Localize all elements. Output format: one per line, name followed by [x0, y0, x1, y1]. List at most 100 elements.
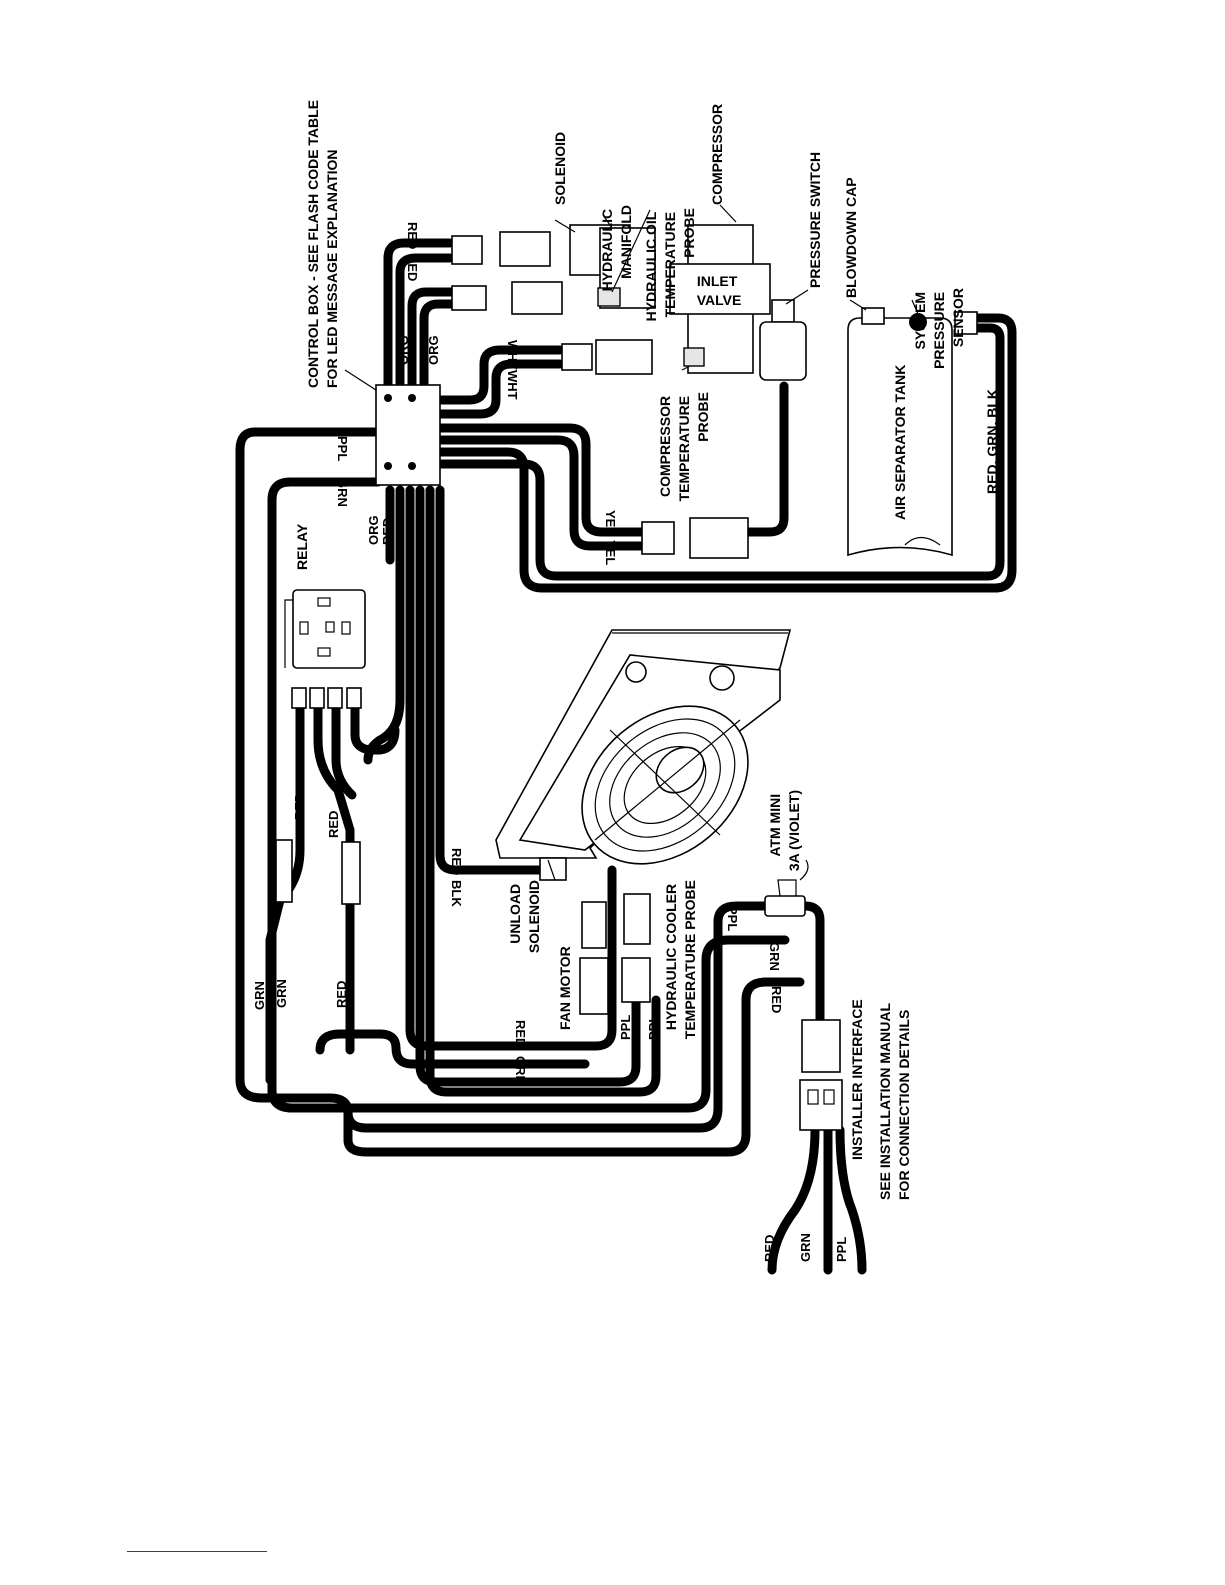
wire-label-org-2: ORG [426, 335, 441, 365]
inlet-valve-label-1: INLET [697, 273, 738, 289]
svg-text:PPL: PPL [618, 1015, 633, 1040]
svg-text:RED: RED [769, 986, 784, 1013]
wht-wires-2 [435, 359, 565, 419]
svg-text:WHT: WHT [505, 370, 520, 400]
wire-label-yel-2: YEL [603, 540, 618, 565]
svg-text:RED: RED [405, 254, 420, 281]
wire-label-org-left: ORG [366, 515, 381, 545]
org-wires-2 [419, 299, 457, 395]
relay-harness-b [313, 700, 355, 1055]
yel-wires [435, 423, 647, 537]
wire-label-blk-unload: BLK [449, 880, 464, 907]
wire-label-ppl-probe-2: PPL [646, 1015, 661, 1040]
wire-label-red-solenoid-1: RED [405, 222, 420, 249]
wire-label-red-solenoid-2: RED [405, 254, 420, 281]
inline-fuse-holders [275, 839, 361, 905]
compressor-probe-label-2: TEMPERATURE [676, 396, 692, 502]
svg-text:RED: RED [326, 811, 341, 838]
relay-harness-c [331, 700, 357, 800]
svg-text:SEE INSTALLATION MANUAL FO: SEE INSTALLATION MANUAL FOR CONNECTION D… [877, 999, 912, 1200]
wire-label-wht-2: WHT [505, 370, 520, 400]
output-ppl-wire [835, 1125, 867, 1275]
svg-text:RED: RED [405, 222, 420, 249]
svg-text:GRN: GRN [252, 981, 267, 1010]
cooler-probe-label-1: HYDRAULIC COOLER [663, 884, 679, 1030]
svg-text:BLOWDOWN CAP: BLOWDOWN CAP [843, 177, 859, 298]
grn-installer-wire [343, 977, 805, 1157]
svg-text:SOLENOID: SOLENOID [552, 132, 568, 205]
wire-label-wht-1: WHT [505, 340, 520, 370]
svg-text:RED: RED [449, 848, 464, 875]
pressure-switch-label: PRESSURE SWITCH [807, 152, 823, 288]
hydraulic-probe-connector [451, 281, 621, 315]
svg-text:AIR SEPARATOR TANK: AIR SEPARATOR TANK [892, 365, 908, 520]
fuse-label-2: 3A (VIOLET) [786, 790, 802, 871]
wire-label-grn-left-1: GRN [252, 981, 267, 1010]
wire-harness [235, 238, 1017, 1275]
hydraulic-manifold-label-2: MANIFOLD [618, 205, 634, 279]
output-red-wire [767, 1125, 820, 1275]
grn-main-wire [267, 477, 790, 1113]
pressure-switch [759, 299, 807, 381]
svg-text:WHT: WHT [505, 340, 520, 370]
relay [284, 589, 366, 669]
control-box-label-2: FOR LED MESSAGE EXPLANATION [324, 149, 340, 388]
unload-solenoid [539, 857, 567, 881]
svg-text:COMPRESSOR: COMPRESSOR [709, 104, 725, 205]
wire-label-grn-left-2: GRN [274, 979, 289, 1008]
svg-text:YEL: YEL [603, 510, 618, 535]
wire-label-ppl-probe-1: PPL [618, 1015, 633, 1040]
blowdown-cap-label: BLOWDOWN CAP [843, 177, 859, 298]
compressor-probe-label-1: COMPRESSOR [657, 396, 673, 497]
fan-motor-label: FAN MOTOR [557, 946, 573, 1030]
wire-color-labels: RED RED ORG ORG WHT WHT PPL GRN ORG RED … [252, 222, 849, 1262]
tank-wires-label: RED, GRN, BLK [984, 389, 1000, 494]
svg-text:RED: RED [292, 793, 307, 820]
installer-interface-connector [799, 1019, 843, 1131]
hydraulic-oil-probe-label-3: PROBE [681, 208, 697, 258]
wire-label-ppl-box: PPL [335, 436, 350, 461]
svg-text:RED, GRN, BLK: RED, GRN, BLK [984, 389, 1000, 494]
relay-connectors [291, 687, 362, 709]
wire-label-red-interface: RED [769, 986, 784, 1013]
svg-text:INSTALLER INTERFACE: INSTALLER INTERFACE [849, 999, 865, 1160]
blowdown-cap [861, 307, 885, 325]
yel-connector [641, 517, 749, 559]
air-separator-tank [847, 317, 953, 557]
wire-label-red-left-lower: RED [334, 981, 349, 1008]
unload-solenoid-label-2: SOLENOID [526, 880, 542, 953]
hydraulic-oil-probe-label-1: HYDRAULIC OIL [643, 211, 659, 321]
svg-text:COMPRESSOR TEMPERATURE: COMPRESSOR TEMPERATURE PROBE [657, 392, 711, 501]
compressor-probe-connector [561, 339, 705, 375]
svg-text:ORG: ORG [426, 335, 441, 365]
svg-text:HYDRAULIC OIL TEMPERATURE: HYDRAULIC OIL TEMPERATURE PROBE [643, 208, 697, 321]
atm-mini-fuse [764, 859, 809, 917]
svg-text:GRN: GRN [274, 979, 289, 1008]
svg-text:HYDRAULIC MANIFOLD: HYDRAULIC MANIFOLD [599, 205, 634, 291]
wire-label-red-unload: RED [449, 848, 464, 875]
wire-label-grn-fan: GRN [513, 1056, 528, 1085]
hydraulic-oil-probe-label-2: TEMPERATURE [662, 212, 678, 318]
system-pressure-label-1: SYSTEM [912, 292, 928, 350]
relay-label: RELAY [294, 523, 310, 570]
fan-grn-wire [415, 485, 641, 1087]
inlet-valve [669, 263, 771, 315]
system-pressure-sensor [909, 313, 927, 331]
solenoid-wires [383, 238, 455, 395]
wire-label-red-relay-2: RED [326, 811, 341, 838]
control-box-label-1: CONTROL BOX - SEE FLASH CODE TABLE [305, 100, 321, 388]
wire-label-out-red: RED [762, 1235, 777, 1262]
unload-solenoid-label-1: UNLOAD [507, 884, 523, 944]
installation-manual-label-2: FOR CONNECTION DETAILS [896, 1010, 912, 1200]
wire-label-red-fan: RED [513, 1020, 528, 1047]
cooler-probe-label-2: TEMPERATURE PROBE [682, 880, 698, 1039]
cooler-probe-connector [621, 893, 651, 1003]
cooling-fan [581, 705, 749, 865]
interface-feed-wires [800, 901, 825, 1045]
air-separator-tank-label: AIR SEPARATOR TANK [892, 365, 908, 520]
footer-link-underline[interactable] [127, 1551, 267, 1552]
wire-label-red-left: RED [380, 518, 395, 545]
svg-text:PPL: PPL [335, 436, 350, 461]
svg-text:FAN MOTOR: FAN MOTOR [557, 946, 573, 1030]
